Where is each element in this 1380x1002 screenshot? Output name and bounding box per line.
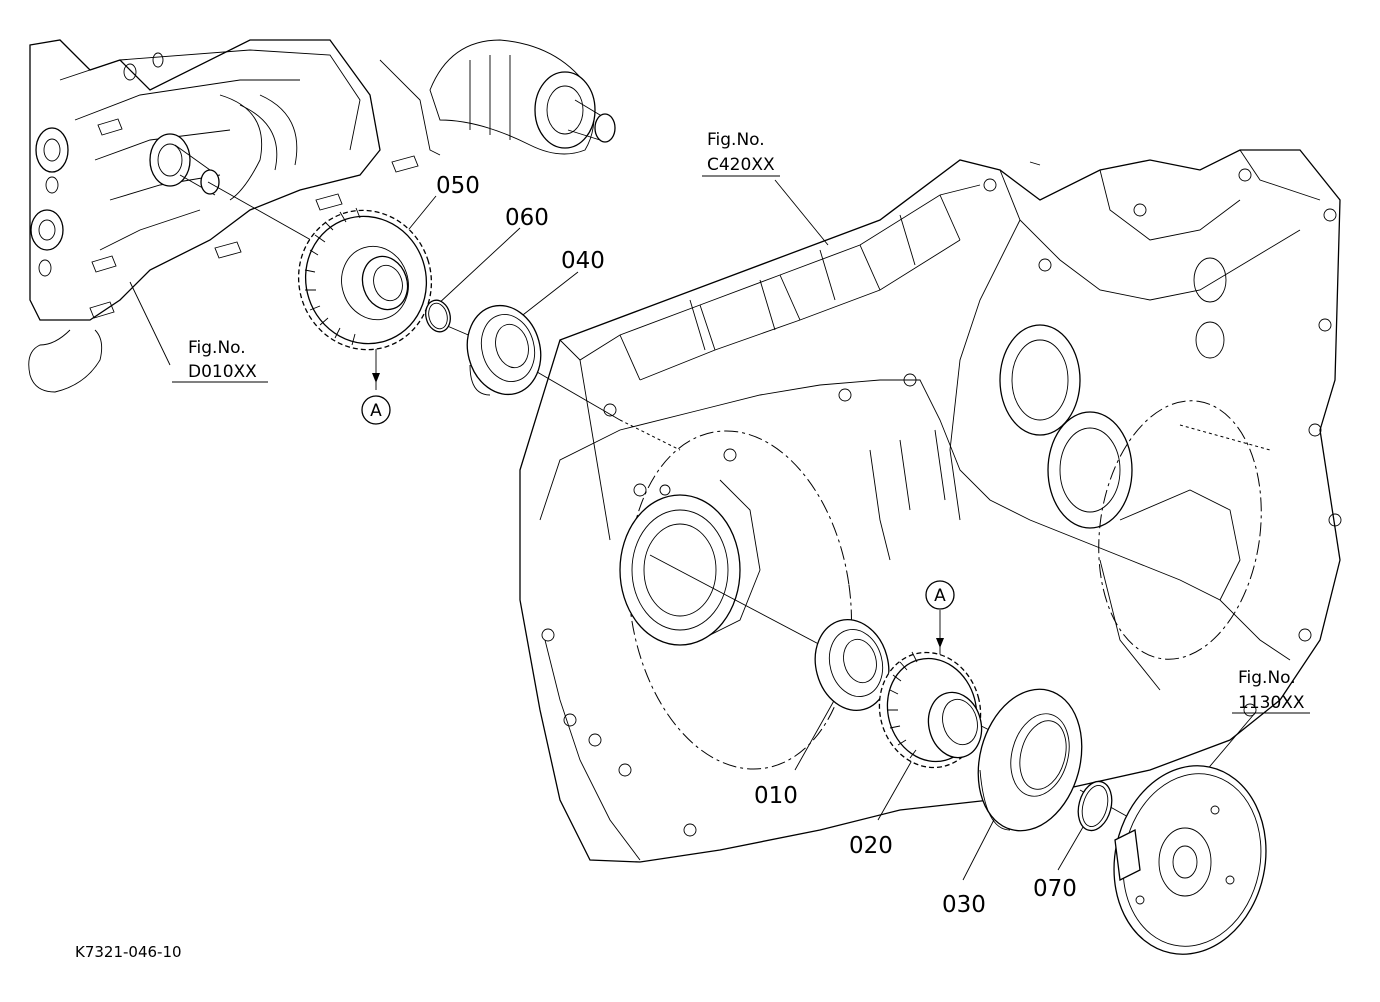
callout-020: 020 <box>849 833 893 859</box>
transmission-housing-d010 <box>28 39 616 393</box>
match-marker-a-lower: A <box>925 580 955 610</box>
oil-seal-030 <box>977 688 1083 832</box>
transmission-case-c420 <box>519 149 1342 863</box>
svg-text:Fig.No.: Fig.No. <box>1238 668 1296 688</box>
callout-labels: 050 060 040 010 020 030 070 <box>436 173 1077 918</box>
bearing-040 <box>466 304 542 396</box>
svg-text:A: A <box>370 401 382 421</box>
callout-030: 030 <box>942 892 986 918</box>
svg-text:Fig.No.: Fig.No. <box>707 130 765 150</box>
svg-text:1130XX: 1130XX <box>1238 693 1305 713</box>
match-marker-a-upper: A <box>361 395 391 425</box>
gear-050 <box>297 207 433 351</box>
callout-040: 040 <box>561 248 605 274</box>
fig-ref-c420: Fig.No. C420XX <box>702 130 780 177</box>
svg-text:D010XX: D010XX <box>188 362 257 382</box>
gear-020 <box>878 651 983 769</box>
callout-070: 070 <box>1033 876 1077 902</box>
drawing-code: K7321-046-10 <box>75 943 182 961</box>
callout-010: 010 <box>754 783 798 809</box>
fig-ref-d010: Fig.No. D010XX <box>172 338 268 383</box>
fig-ref-1130: Fig.No. 1130XX <box>1232 668 1310 714</box>
svg-text:C420XX: C420XX <box>707 155 775 175</box>
snap-ring-060 <box>425 299 451 333</box>
svg-text:Fig.No.: Fig.No. <box>188 338 246 358</box>
o-ring-070 <box>1077 780 1113 832</box>
callout-060: 060 <box>505 205 549 231</box>
bearing-010 <box>814 618 890 712</box>
callout-050: 050 <box>436 173 480 199</box>
svg-text:A: A <box>934 586 946 606</box>
cover-1130 <box>1113 765 1267 955</box>
